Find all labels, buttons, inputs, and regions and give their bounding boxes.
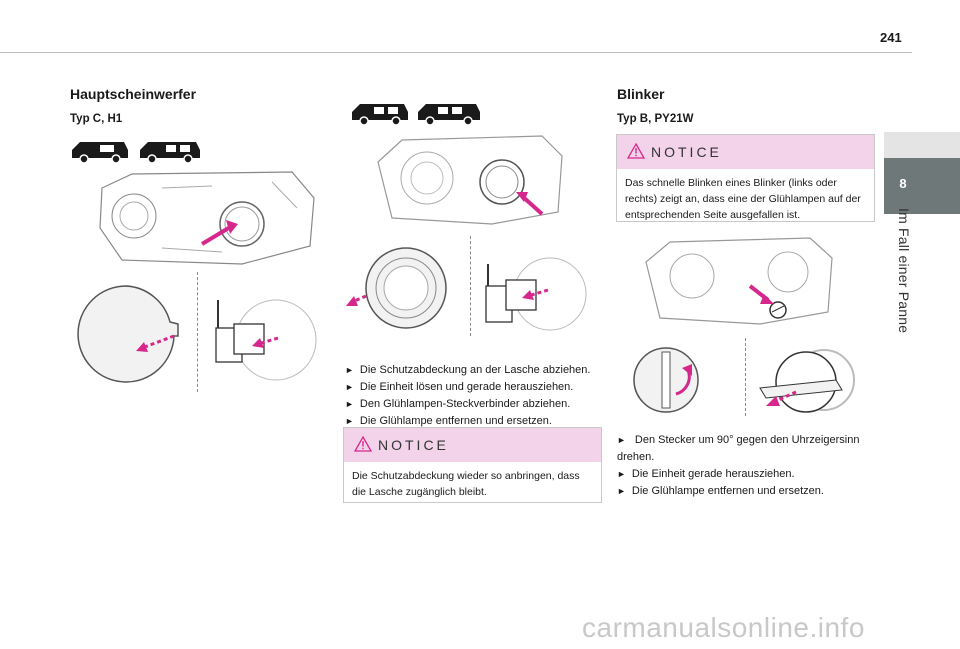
subheading-type-b: Typ B, PY21W [617,113,694,125]
step-item: ►Den Stecker um 90° gegen den Uhrzeigers… [617,434,860,446]
notice-header: NOTICE [344,428,601,462]
van-icon [352,104,480,126]
warning-triangle-icon [353,435,373,452]
step-item: ►Den Glühlampen-Steckverbinder abziehen. [345,398,571,410]
page-number: 241 [880,30,902,45]
step-item: ►Die Glühlampe entfernen und ersetzen. [345,415,552,427]
step-item: ►Die Einheit gerade herausziehen. [617,468,795,480]
warning-triangle-icon [626,142,646,159]
indicator-location-illustration [645,237,833,325]
step-marker-icon: ► [345,399,354,409]
step-item: ►Die Einheit lösen und gerade herauszieh… [345,381,574,393]
step-item: ►Die Schutzabdeckung an der Lasche abzie… [345,364,591,376]
watermark: carmanualsonline.info [582,612,865,643]
connector-illustration [485,257,587,331]
notice-box-cover: NOTICE Die Schutzabdeckung wieder so anb… [343,427,602,503]
step-marker-icon: ► [345,365,354,375]
step-marker-icon: ► [617,435,626,445]
illustration-divider [197,272,198,392]
cover-removal-illustration [346,247,447,329]
notice-header: NOTICE [617,135,874,169]
step-marker-icon: ► [617,486,626,496]
section-heading-headlamp: Hauptscheinwerfer [70,86,197,102]
step-item: ►Die Glühlampe entfernen und ersetzen. [617,485,824,497]
section-heading-indicator: Blinker [617,86,665,102]
notice-title: NOTICE [651,144,722,160]
notice-title: NOTICE [378,437,449,453]
van-icon [72,142,200,164]
step-item-continuation: drehen. [617,451,655,463]
illustration-divider [470,236,471,336]
connector-rotate-illustration [633,347,699,413]
bulb-unit-illustration [215,299,317,381]
step-marker-icon: ► [345,416,354,426]
headlamp-rear-illustration [377,135,563,225]
chapter-number: 8 [899,176,907,191]
header-rule [0,52,912,53]
step-marker-icon: ► [345,382,354,392]
step-marker-icon: ► [617,469,626,479]
illustration-divider [745,338,746,416]
procedure-steps-indicator: ►Den Stecker um 90° gegen den Uhrzeigers… [617,432,859,500]
unit-pullout-illustration [759,349,855,413]
chapter-label: Im Fall einer Panne [896,208,912,334]
notice-text: Die Schutzabdeckung wieder so anbringen,… [352,470,580,498]
protective-cover-illustration [77,285,179,383]
procedure-steps-headlamp: ►Die Schutzabdeckung an der Lasche abzie… [345,362,590,430]
notice-text: Das schnelle Blinken eines Blinker (link… [625,177,861,221]
headlamp-assembly-illustration [99,171,315,265]
subheading-type-c: Typ C, H1 [70,113,123,125]
notice-box-indicator: NOTICE Das schnelle Blinken eines Blinke… [616,134,875,222]
side-tab[interactable] [884,158,960,214]
